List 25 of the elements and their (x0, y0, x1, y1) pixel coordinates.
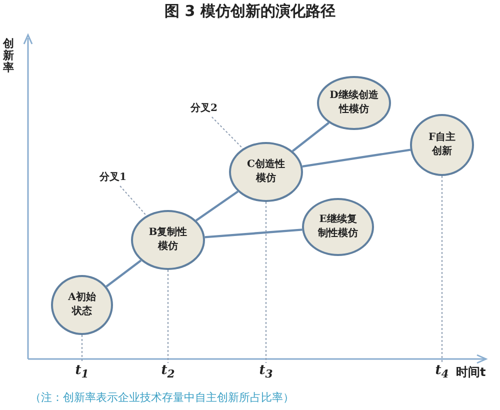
connector-line (292, 122, 330, 152)
leader-line (120, 186, 147, 216)
tick-label: t$_{3}$ (259, 364, 273, 380)
stage-label: E继续复制性模仿 (316, 212, 359, 241)
axis-title: 时间t (456, 364, 486, 381)
tick-label: t$_{1}$ (75, 364, 89, 380)
stage-circle (229, 142, 303, 202)
connector-line (195, 190, 239, 222)
stage-label: D继续创造性模仿 (329, 88, 379, 117)
caption: （注：创新率表示企业技术存量中自主创新所占比率） (30, 390, 294, 405)
connector-line (204, 228, 302, 238)
stage-label: B复制性模仿 (148, 226, 188, 254)
connector-line (302, 148, 411, 168)
fork-label: 分叉2 (190, 102, 218, 116)
fork-label: 分叉1 (100, 170, 126, 185)
connector-line (106, 260, 142, 288)
stage-circle (131, 210, 205, 270)
tick-label: t$_{2}$ (161, 364, 175, 380)
leader-line (211, 116, 244, 150)
tick-label: t$_{4}$ (435, 364, 449, 380)
stage-label: F自主创新 (427, 130, 457, 159)
title: 图 3 模仿创新的演化路径 (164, 2, 336, 21)
axis-title: 创新率 (3, 38, 15, 74)
stage-label: C创造性模仿 (246, 158, 286, 186)
stage-label: A初始状态 (67, 290, 97, 319)
